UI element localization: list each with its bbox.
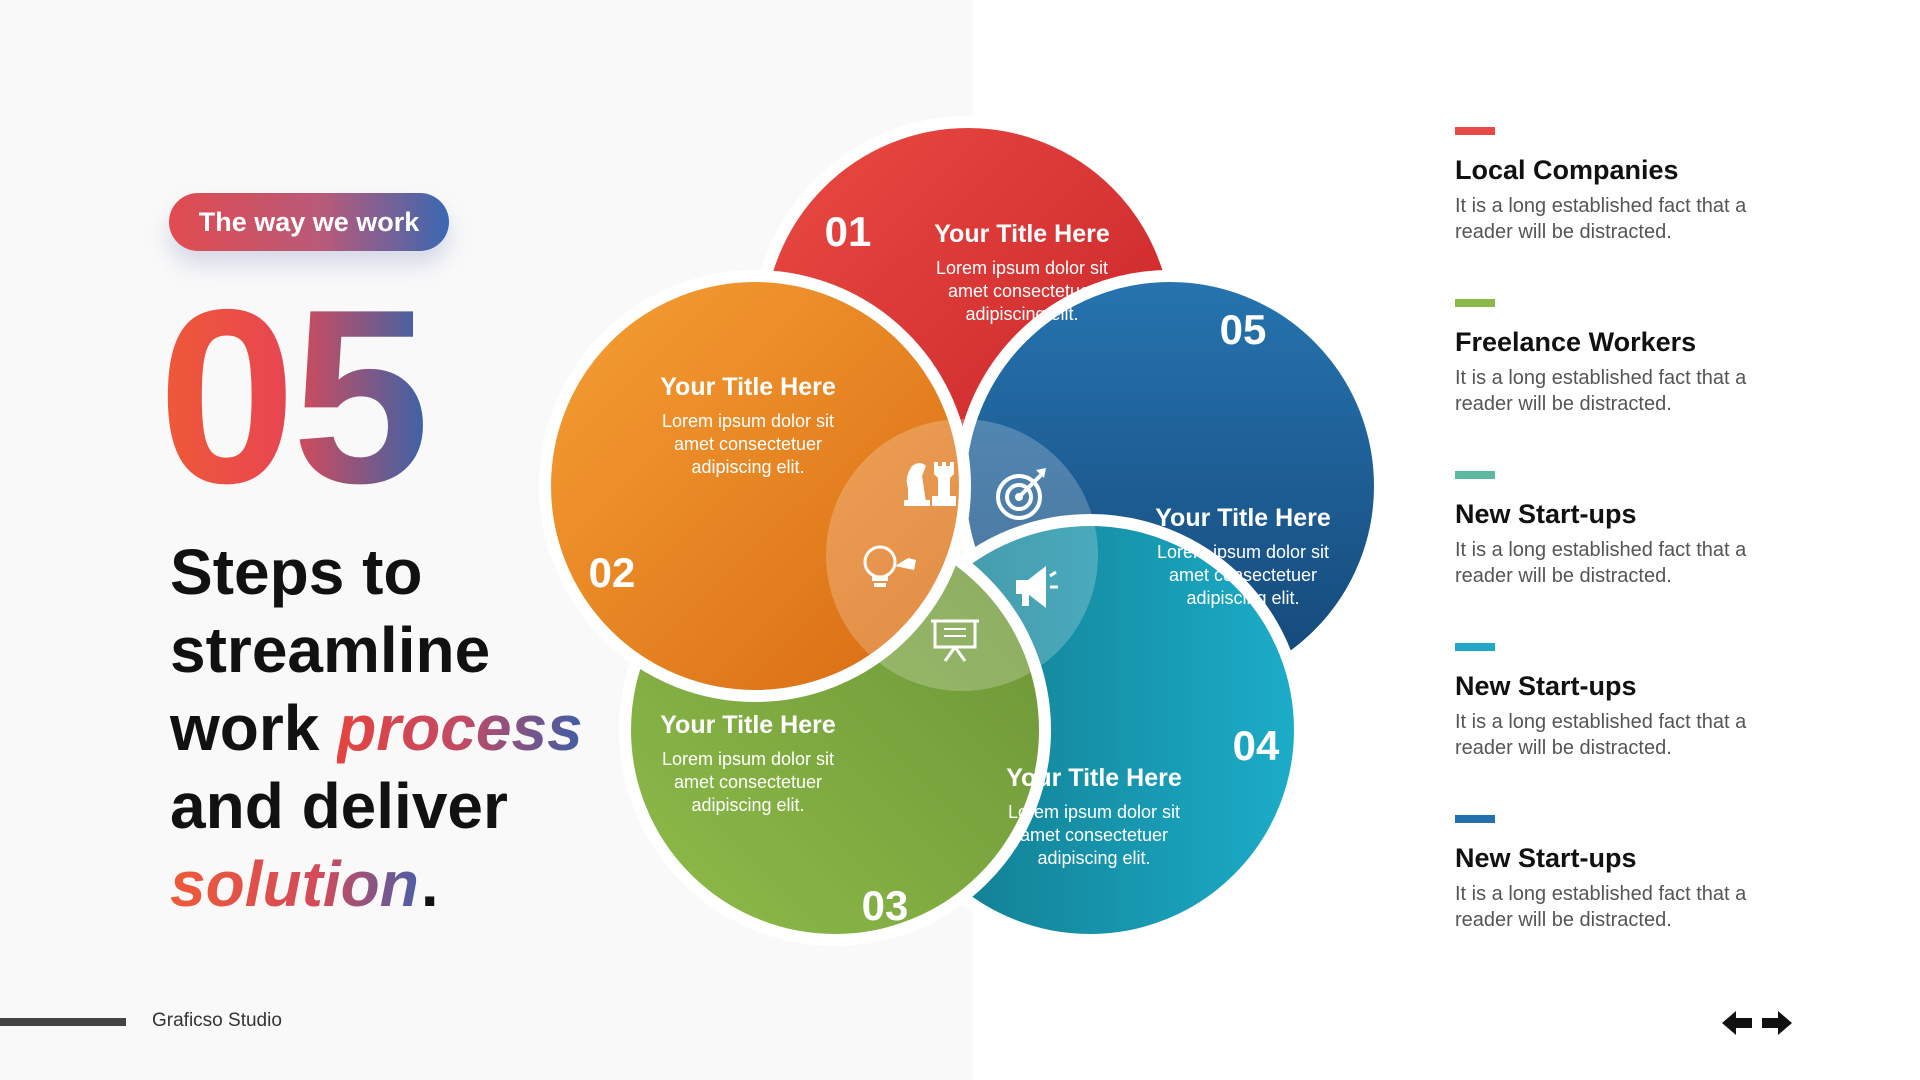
legend-description: It is a long established fact that a rea… [1455, 539, 1747, 587]
headline-line-3: work process [170, 689, 587, 767]
step-03-body-line: amet consectetuer [674, 772, 822, 792]
legend-description: It is a long established fact that a rea… [1455, 711, 1747, 759]
big-step-count: 05 [158, 257, 430, 535]
legend-item: New Start-ups It is a long established fa… [1455, 815, 1815, 933]
footer-accent-bar [0, 1018, 126, 1026]
headline-work: work [170, 692, 338, 764]
step-02-body-line: adipiscing elit. [691, 457, 804, 477]
step-02-number: 02 [589, 549, 636, 596]
headline-process-highlight: process [337, 692, 586, 764]
step-01-body-line: adipiscing elit. [965, 304, 1078, 324]
legend-title: New Start-ups [1455, 499, 1637, 529]
legend-color-bar [1455, 127, 1495, 135]
step-04-body-line: amet consectetuer [1020, 825, 1168, 845]
headline-solution-highlight: solution [170, 848, 419, 920]
megaphone-icon [1016, 566, 1058, 608]
step-03-body-line: Lorem ipsum dolor sit [662, 749, 834, 769]
step-03-body-line: adipiscing elit. [691, 795, 804, 815]
step-02-body-line: amet consectetuer [674, 434, 822, 454]
step-01-body-line: Lorem ipsum dolor sit [936, 258, 1108, 278]
step-02-title: Your Title Here [660, 373, 836, 401]
step-05-number: 05 [1220, 306, 1267, 353]
headline-line-5: solution. [170, 845, 587, 923]
petal-02 [539, 270, 971, 702]
step-05-title: Your Title Here [1155, 504, 1331, 532]
headline-line-1: Steps to [170, 536, 423, 608]
step-04-title: Your Title Here [1006, 764, 1182, 792]
step-02-body-line: Lorem ipsum dolor sit [662, 411, 834, 431]
target-icon [996, 468, 1046, 520]
step-01-number: 01 [825, 208, 872, 255]
tagline-pill: The way we work [169, 193, 449, 251]
legend-description: It is a long established fact that a rea… [1455, 195, 1747, 243]
headline: Steps to streamline work process and del… [170, 533, 587, 923]
legend-title: New Start-ups [1455, 671, 1637, 701]
legend-color-bar [1455, 299, 1495, 307]
legend-item: Freelance Workers It is a long establishe… [1455, 299, 1815, 417]
presentation-board-icon [931, 619, 979, 662]
headline-line-4: and deliver [170, 770, 508, 842]
slide-navigation [1722, 1010, 1792, 1036]
legend-description: It is a long established fact that a rea… [1455, 367, 1747, 415]
studio-name: Graficso Studio [152, 1010, 282, 1031]
legend-color-bar [1455, 471, 1495, 479]
step-01-title: Your Title Here [934, 220, 1110, 248]
legend-description: It is a long established fact that a rea… [1455, 883, 1747, 931]
headline-line-2: streamline [170, 614, 491, 686]
step-05-body-line: adipiscing elit. [1186, 588, 1299, 608]
step-01-body-line: amet consectetuer [948, 281, 1096, 301]
arrow-left-icon[interactable] [1722, 1010, 1754, 1036]
legend-title: Local Companies [1455, 155, 1679, 185]
legend-item: New Start-ups It is a long established fa… [1455, 471, 1815, 589]
legend-color-bar [1455, 815, 1495, 823]
step-04-number: 04 [1233, 722, 1280, 769]
step-03-number: 03 [862, 882, 909, 929]
arrow-right-icon[interactable] [1760, 1010, 1792, 1036]
chess-pieces-icon [904, 462, 956, 506]
step-04-body-line: adipiscing elit. [1037, 848, 1150, 868]
legend-title: Freelance Workers [1455, 327, 1697, 357]
legend-item: Local Companies It is a long established … [1455, 127, 1815, 245]
legend-title: New Start-ups [1455, 843, 1637, 873]
tagline-text: The way we work [198, 206, 420, 237]
headline-period: . [420, 848, 439, 920]
legend-color-bar [1455, 643, 1495, 651]
step-05-body-line: amet consectetuer [1169, 565, 1317, 585]
legend-item: New Start-ups It is a long established fa… [1455, 643, 1815, 761]
lightbulb-icon [863, 545, 916, 587]
step-03-title: Your Title Here [660, 711, 836, 739]
step-04-body-line: Lorem ipsum dolor sit [1008, 802, 1180, 822]
step-05-body-line: Lorem ipsum dolor sit [1157, 542, 1329, 562]
